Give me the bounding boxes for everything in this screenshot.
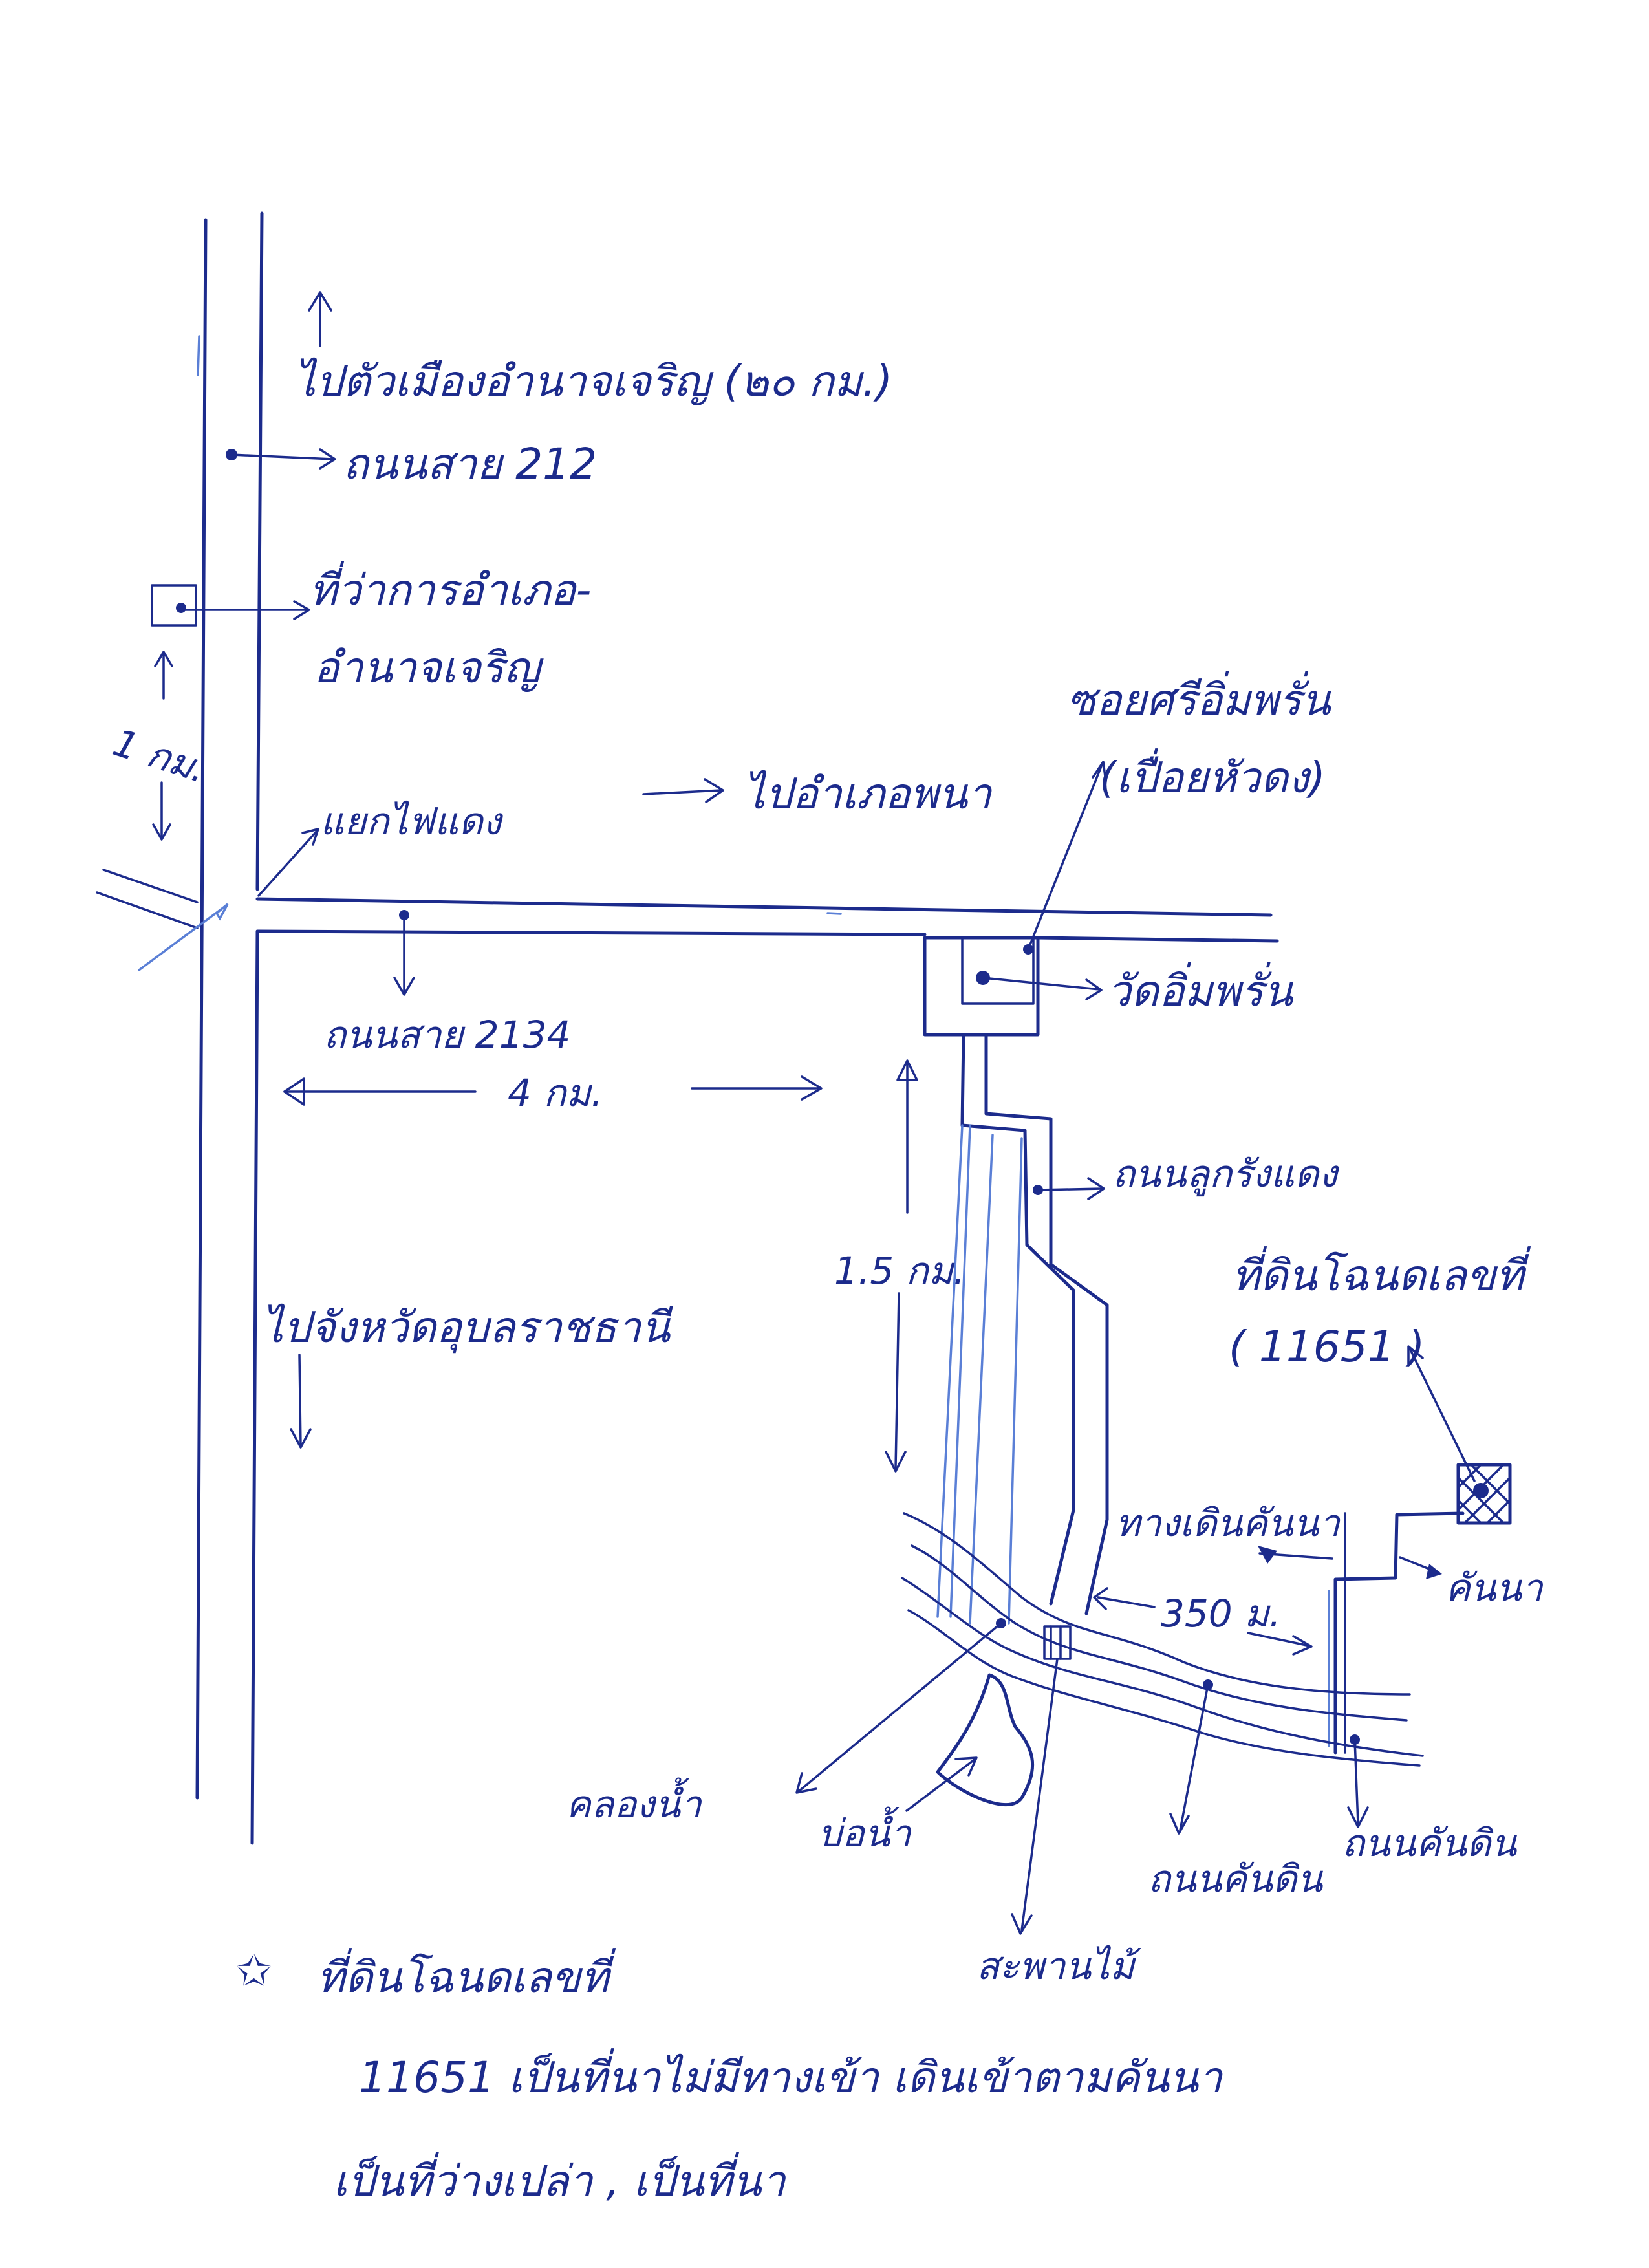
well-pond <box>905 1673 1035 1812</box>
label-bridge: สะพานไม้ <box>976 1944 1141 1988</box>
label-temple: วัดอิ่มพรั่น <box>1107 962 1294 1016</box>
north-arrow <box>308 291 332 347</box>
parcel-11651-marker <box>1407 1345 1512 1525</box>
dirt-road-1-pointer <box>1169 1679 1213 1835</box>
label-district-office-2: อำนาจเจริญ <box>314 643 544 693</box>
label-well: บ่อน้ำ <box>818 1806 912 1855</box>
field-path-pointer <box>1258 1546 1333 1564</box>
label-alley-1: ซอยศรีอิ่มพรั่น <box>1067 671 1332 725</box>
traffic-light-pointer <box>257 828 319 897</box>
dirt-road-2-pointer <box>1347 1734 1369 1828</box>
field-dike-path <box>1328 1511 1465 1755</box>
label-4km: 4 กม. <box>508 1071 603 1115</box>
label-field-path: ทางเดินคันนา <box>1116 1501 1341 1545</box>
label-traffic-light: แยกไฟแดง <box>320 799 504 843</box>
label-alley-2: (เปื่อยหัวดง) <box>1099 748 1326 803</box>
dimension-1km <box>152 651 173 841</box>
label-1km: 1 กม. <box>108 720 212 792</box>
road-212-pointer <box>226 448 336 470</box>
road-2134-pointer <box>393 910 415 996</box>
label-road-212: ถนนสาย 212 <box>343 439 597 489</box>
label-road-2134: ถนนสาย 2134 <box>323 1013 570 1057</box>
label-dirt-road-1: ถนนคันดิน <box>1148 1857 1324 1901</box>
note-line-2: 11651 เป็นที่นาไม่มีทางเข้า เดินเข้าตามค… <box>359 2048 1223 2102</box>
label-district-office-1: ที่ว่าการอำเภอ- <box>309 561 591 615</box>
note-star: ✩ <box>236 1946 272 1996</box>
label-parcel-1: ที่ดินโฉนดเลขที่ <box>1232 1246 1531 1301</box>
road-2134 <box>255 897 1279 943</box>
note-line-3: เป็นที่ว่างเปล่า , เป็นที่นา <box>333 2152 787 2206</box>
highway-212-road <box>195 211 264 1845</box>
laterite-road <box>936 1033 1109 1625</box>
temple-marker <box>923 936 1103 1037</box>
label-canal: คลองน้ำ <box>566 1777 703 1826</box>
canal-pointer <box>795 1618 1006 1794</box>
label-parcel-2: ( 11651 ) <box>1229 1322 1425 1372</box>
side-branch-lines <box>96 869 229 971</box>
to-phana-arrow <box>642 778 724 803</box>
laterite-road-pointer <box>1033 1177 1105 1200</box>
label-dirt-road-2: ถนนคันดิน <box>1342 1821 1518 1865</box>
alley-pointer <box>1023 761 1107 955</box>
district-office-marker <box>151 584 310 627</box>
wooden-bridge <box>1011 1625 1072 1935</box>
note-line-1: ที่ดินโฉนดเลขที่ <box>317 1948 616 2002</box>
label-field-dike: คันนา <box>1445 1566 1544 1610</box>
dimension-4km <box>283 1075 823 1106</box>
label-to-ubon: ไปจังหวัดอุบลราชธานี <box>262 1302 673 1354</box>
to-ubon-arrow <box>290 1354 312 1449</box>
label-to-city: ไปตัวเมืองอำนาจเจริญ (๒๐ กม.) <box>294 356 892 406</box>
dimension-350m <box>1093 1587 1313 1656</box>
label-laterite-road: ถนนลูกรังแดง <box>1112 1152 1340 1197</box>
label-to-phana: ไปอำเภอพนา <box>744 769 993 819</box>
dimension-1-5km <box>885 1059 918 1473</box>
field-dike-pointer <box>1399 1556 1442 1579</box>
label-1-5km: 1.5 กม. <box>834 1249 965 1293</box>
label-350m: 350 ม. <box>1161 1592 1281 1636</box>
